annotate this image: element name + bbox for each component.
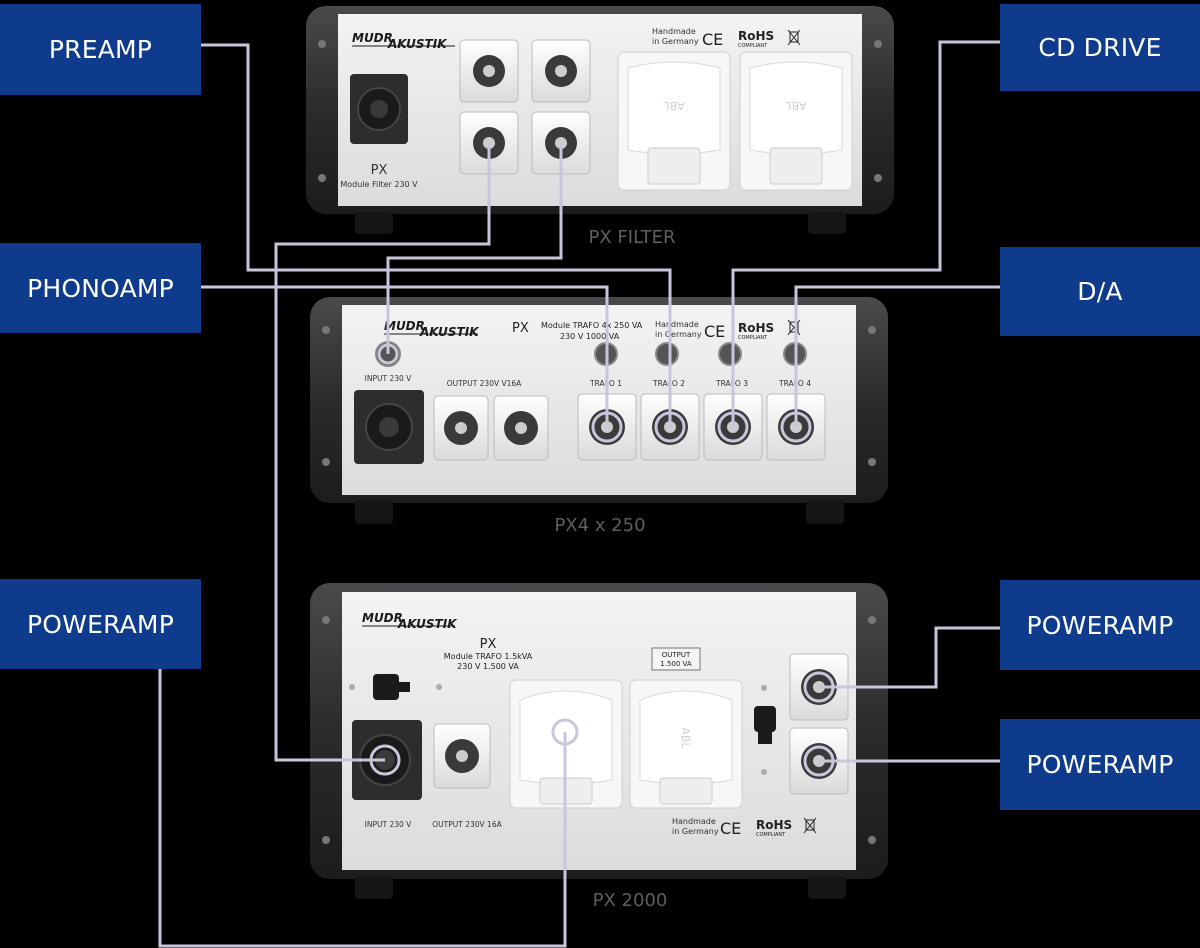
- svg-text:Module TRAFO 4x 250 VA: Module TRAFO 4x 250 VA: [541, 321, 643, 330]
- rohs-mark: RoHS: [738, 29, 774, 43]
- wire-poweramp-left: [158, 669, 567, 948]
- label-preamp: PREAMP: [0, 4, 201, 95]
- svg-text:MUDR: MUDR: [362, 611, 403, 625]
- compliant-text: COMPLIANT: [738, 43, 768, 49]
- svg-text:RoHS: RoHS: [738, 321, 774, 335]
- caption-px2000: PX 2000: [592, 890, 668, 911]
- weee-bin-icon: [787, 319, 801, 336]
- svg-text:INPUT 230 V: INPUT 230 V: [365, 374, 412, 383]
- svg-text:OUTPUT 230V V16A: OUTPUT 230V V16A: [447, 379, 522, 388]
- power-switch: [373, 674, 399, 700]
- label-cd-drive: CD DRIVE: [1000, 4, 1200, 91]
- svg-text:in Germany: in Germany: [672, 827, 719, 836]
- germany-text: in Germany: [652, 37, 699, 46]
- svg-text:Handmade: Handmade: [672, 817, 716, 826]
- svg-text:Handmade: Handmade: [655, 320, 699, 329]
- wire-phonoamp: [201, 285, 609, 427]
- caption-px-filter: PX FILTER: [588, 227, 676, 248]
- weee-bin-icon: [787, 29, 801, 46]
- wire-preamp: [201, 43, 672, 427]
- label-poweramp-right-2: POWERAMP: [1000, 719, 1200, 810]
- svg-text:CE: CE: [704, 322, 725, 341]
- foot: [808, 212, 846, 234]
- svg-text:230 V 1000 VA: 230 V 1000 VA: [560, 332, 620, 341]
- px2000-unit: MUDR AKUSTIK PX Module TRAFO 1.5kVA 230 …: [310, 583, 888, 899]
- wire-filter-to-trafo: [386, 143, 563, 354]
- connection-wires: [158, 40, 1000, 948]
- model-label: PX: [480, 637, 497, 652]
- wire-poweramp-right-1: [819, 626, 1000, 689]
- ce-mark: CE: [702, 30, 723, 49]
- svg-text:ABL: ABL: [663, 99, 685, 112]
- svg-text:in Germany: in Germany: [655, 330, 702, 339]
- svg-text:OUTPUT 230V 16A: OUTPUT 230V 16A: [432, 820, 502, 829]
- weee-bin-icon: [803, 817, 817, 834]
- svg-text:AKUSTIK: AKUSTIK: [397, 617, 458, 631]
- handmade-text: Handmade: [652, 27, 696, 36]
- svg-text:ABL: ABL: [679, 727, 692, 749]
- label-phonoamp: PHONOAMP: [0, 243, 201, 333]
- px-filter-unit: MUDR AKUSTIK PX Module Filter 230 V ABL: [306, 6, 894, 234]
- brand-logo-mudr: MUDR: [352, 31, 393, 45]
- svg-text:INPUT 230 V: INPUT 230 V: [365, 820, 412, 829]
- schuko-socket: ABL: [629, 679, 743, 809]
- svg-text:OUTPUT: OUTPUT: [662, 651, 691, 659]
- screw-icon: [874, 40, 882, 48]
- brand-logo-akustik: AKUSTIK: [387, 37, 448, 51]
- toggle-switch: [754, 706, 776, 732]
- svg-text:1.500 VA: 1.500 VA: [660, 660, 692, 668]
- svg-text:MUDR: MUDR: [384, 319, 425, 333]
- subtitle: Module Filter 230 V: [340, 180, 418, 189]
- schuko-socket: ABL: [617, 51, 731, 191]
- svg-text:COMPLIANT: COMPLIANT: [756, 832, 786, 838]
- svg-text:COMPLIANT: COMPLIANT: [738, 335, 768, 341]
- svg-text:Module TRAFO 1.5kVA: Module TRAFO 1.5kVA: [444, 652, 533, 661]
- model-label: PX: [512, 321, 529, 336]
- connection-endpoints: [369, 343, 835, 777]
- svg-text:RoHS: RoHS: [756, 818, 792, 832]
- wire-da: [794, 285, 1000, 427]
- svg-text:230 V 1.500 VA: 230 V 1.500 VA: [457, 662, 519, 671]
- caption-px4x250: PX4 x 250: [554, 515, 646, 536]
- model-label: PX: [371, 163, 388, 178]
- screw-icon: [318, 40, 326, 48]
- label-da: D/A: [1000, 247, 1200, 336]
- schuko-socket: ABL: [739, 51, 853, 191]
- px4x250-unit: MUDR AKUSTIK PX Module TRAFO 4x 250 VA 2…: [310, 297, 888, 524]
- label-poweramp-left: POWERAMP: [0, 579, 201, 669]
- screw-icon: [874, 174, 882, 182]
- svg-text:ABL: ABL: [785, 99, 807, 112]
- svg-text:AKUSTIK: AKUSTIK: [419, 325, 480, 339]
- wire-filter-to-px2000: [274, 143, 491, 762]
- label-poweramp-right-1: POWERAMP: [1000, 580, 1200, 670]
- wire-cd-drive: [731, 40, 1000, 427]
- svg-text:CE: CE: [720, 819, 741, 838]
- screw-icon: [318, 174, 326, 182]
- foot: [355, 212, 393, 234]
